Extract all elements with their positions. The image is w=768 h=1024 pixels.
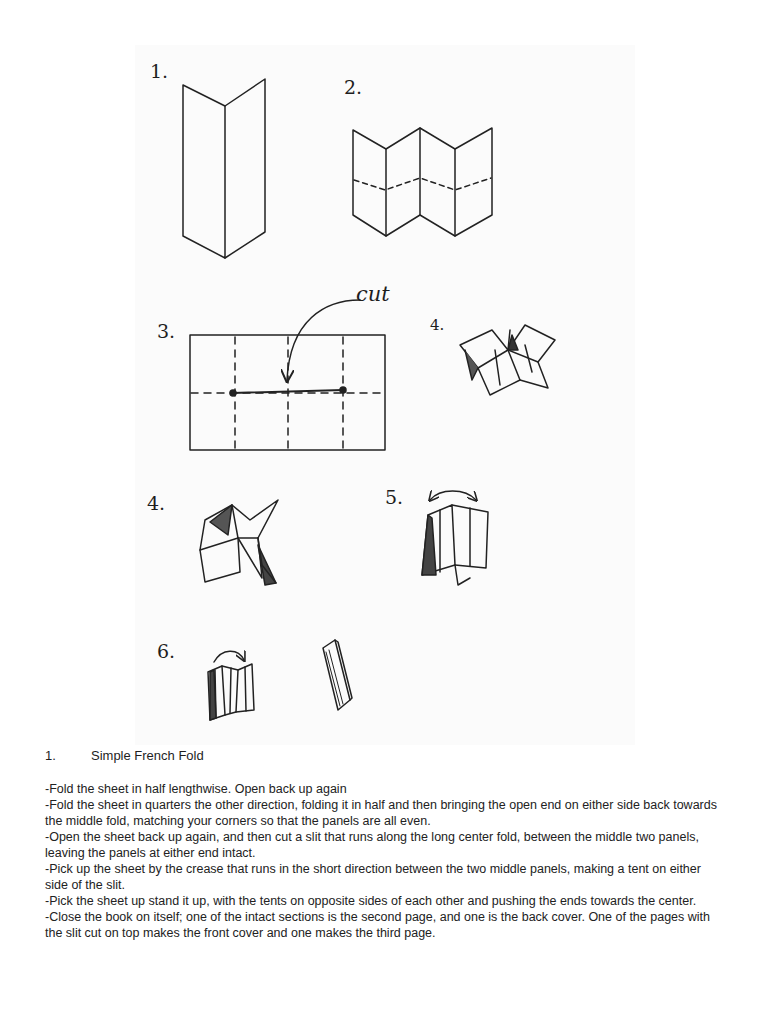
section-number: 1. xyxy=(45,748,56,763)
instruction-step: -Close the book on itself; one of the in… xyxy=(45,909,727,941)
tent-sheet-small xyxy=(460,325,555,395)
instruction-step: -Fold the sheet in half lengthwise. Open… xyxy=(45,781,727,797)
step-number: 1. xyxy=(150,60,168,82)
standing-tents xyxy=(422,491,488,585)
step-number: 4. xyxy=(430,316,444,334)
cut-callout: cut xyxy=(356,282,390,306)
section-title: Simple French Fold xyxy=(91,748,204,763)
flat-sheet xyxy=(190,300,385,450)
finished-book xyxy=(323,640,352,710)
step-number: 2. xyxy=(344,76,362,98)
scan-ground xyxy=(135,45,635,745)
instruction-step: -Pick up the sheet by the crease that ru… xyxy=(45,861,727,893)
instruction-step: -Open the sheet back up again, and then … xyxy=(45,829,727,861)
accordion-sheet xyxy=(353,128,492,236)
instruction-body: -Fold the sheet in half lengthwise. Open… xyxy=(45,781,727,941)
step-number: 3. xyxy=(157,320,175,342)
step-number: 6. xyxy=(157,640,175,662)
step-number: 4. xyxy=(147,492,165,514)
folded-sheet xyxy=(183,79,265,258)
tent-sheet xyxy=(200,500,278,585)
instruction-step: -Pick the sheet up stand it up, with the… xyxy=(45,893,727,909)
step-number: 5. xyxy=(385,486,403,508)
instruction-step: -Fold the sheet in quarters the other di… xyxy=(45,797,727,829)
closing-book xyxy=(208,651,254,720)
